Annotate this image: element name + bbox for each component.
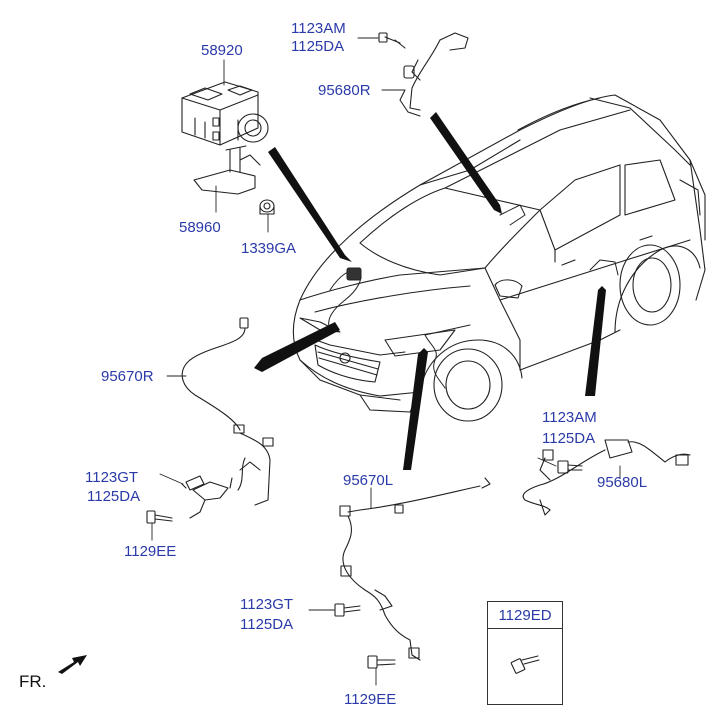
bolt-rear-left: [557, 460, 583, 474]
vehicle-harness: [328, 204, 619, 389]
vehicle-outline: [292, 94, 706, 422]
label-1123AM-top: 1123AM: [291, 20, 346, 37]
front-direction-label: FR.: [19, 672, 47, 691]
label-95670R: 95670R: [101, 368, 154, 385]
bolt-front-right-upper: [181, 475, 205, 491]
label-1125DA-rl: 1125DA: [542, 430, 596, 447]
label-1123AM-rl: 1123AM: [542, 409, 597, 426]
label-1123GT-fr: 1123GT: [85, 469, 139, 486]
label-58960: 58960: [179, 219, 221, 236]
bolt-front-right-lower: [146, 510, 173, 524]
inset-bolt-1129ED: [510, 655, 540, 674]
label-1125DA-top: 1125DA: [291, 38, 345, 55]
abs-module: [181, 81, 269, 146]
bolt-front-left-lower: [367, 655, 396, 669]
label-1339GA: 1339GA: [241, 240, 297, 257]
label-95670L: 95670L: [343, 472, 394, 489]
label-1129EE-fl: 1129EE: [344, 691, 397, 708]
leader-lines: [151, 37, 621, 686]
label-1129EE-fr: 1129EE: [124, 543, 177, 560]
sensor-rear-left: [522, 439, 691, 516]
label-95680R: 95680R: [318, 82, 371, 99]
label-58920: 58920: [201, 42, 243, 59]
sensor-front-left: [339, 477, 491, 661]
bolt-front-left-upper: [334, 603, 361, 617]
bushing: [259, 199, 275, 215]
inset-label: 1129ED: [498, 607, 552, 624]
sensor-front-right: [181, 317, 274, 519]
inset-header: 1129ED: [488, 602, 562, 629]
sensor-rear-right: [378, 32, 469, 117]
inset-box: 1129ED: [487, 601, 563, 705]
label-95680L: 95680L: [597, 474, 648, 491]
abs-bracket: [193, 145, 261, 195]
label-1125DA-fr: 1125DA: [87, 488, 141, 505]
label-1123GT-fl: 1123GT: [240, 596, 294, 613]
label-1125DA-fl: 1125DA: [240, 616, 294, 633]
pointer-bands: [58, 112, 606, 674]
